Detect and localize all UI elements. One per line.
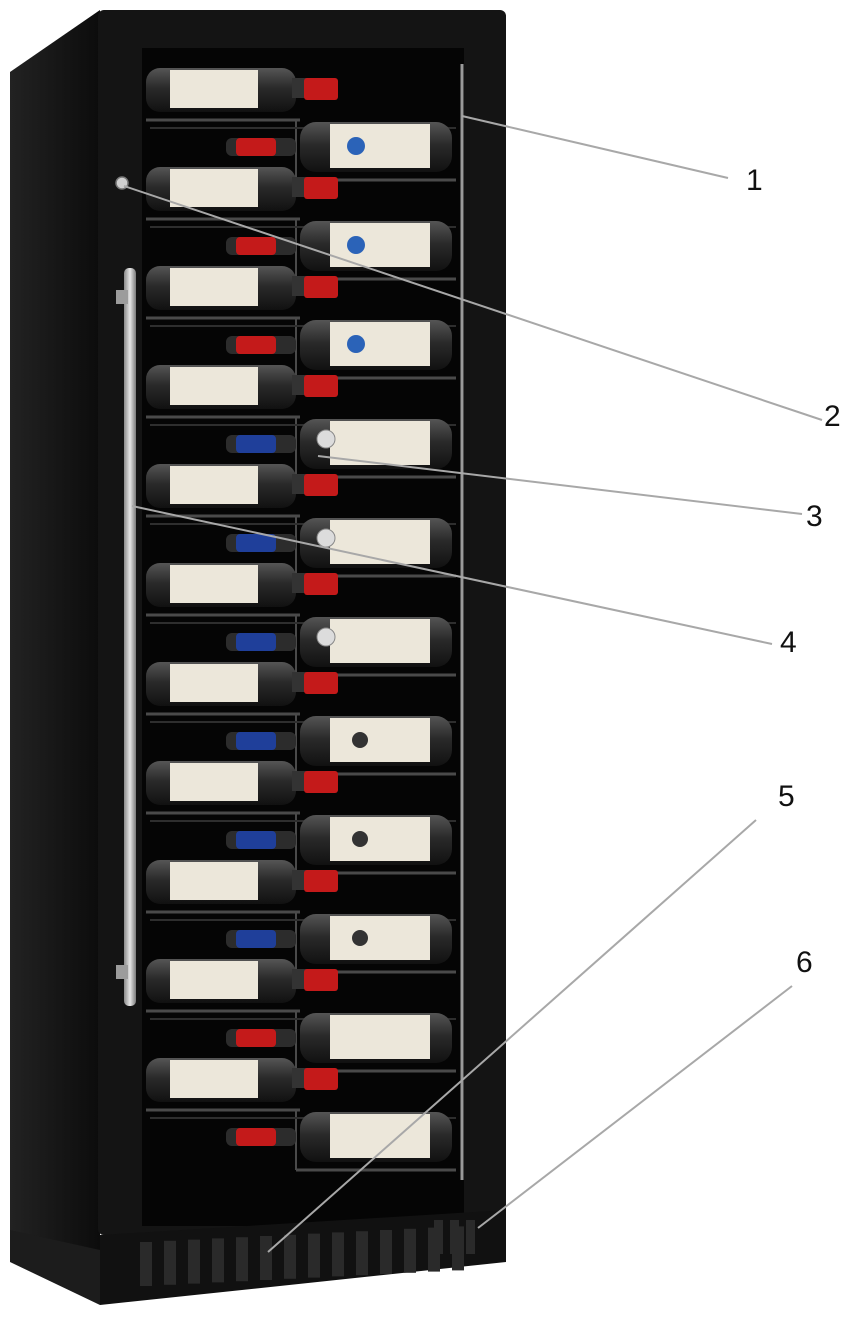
grille-slat — [236, 1237, 248, 1282]
shelf-row — [146, 662, 456, 776]
cabinet-side-panel — [10, 10, 100, 1300]
bottle-capsule — [304, 771, 338, 793]
grille-slat — [284, 1234, 296, 1279]
bottle-capsule — [304, 672, 338, 694]
bottle-label — [170, 466, 258, 504]
shelf-row — [146, 860, 456, 974]
leader-line-4 — [131, 505, 773, 645]
bottle-capsule — [304, 276, 338, 298]
callout-3: 3 — [806, 500, 823, 533]
bottle-label — [170, 367, 258, 405]
bottle-label — [170, 70, 258, 108]
bottle-label — [330, 322, 430, 366]
bottle-capsule — [236, 1029, 276, 1047]
bottle-label — [330, 619, 430, 663]
shelf-row — [146, 1058, 456, 1172]
bottle-capsule — [236, 633, 276, 651]
callout-4: 4 — [780, 626, 797, 659]
bottle-label-emblem — [352, 732, 368, 748]
bottle-label — [330, 817, 430, 861]
grille-slat — [308, 1233, 320, 1278]
bottle-capsule — [236, 1128, 276, 1146]
bottle-capsule — [304, 78, 338, 100]
bottle-label — [330, 1015, 430, 1059]
grille-slat — [188, 1239, 200, 1284]
callout-leader-lines — [123, 115, 823, 1253]
bottle-label-emblem — [352, 831, 368, 847]
bottle-tag — [316, 627, 336, 647]
shelf-row — [146, 959, 456, 1073]
shelf-row — [146, 464, 456, 578]
grille-slat — [466, 1220, 475, 1254]
shelf-row — [146, 761, 456, 875]
ventilation-grille — [140, 1220, 475, 1286]
bottle-label — [330, 718, 430, 762]
handle-bracket-top — [116, 290, 128, 304]
grille-slat — [140, 1242, 152, 1286]
leader-line-1 — [461, 115, 729, 179]
shelf-row — [146, 563, 456, 677]
shelf-row — [146, 68, 456, 182]
grille-slat — [212, 1238, 224, 1283]
grille-slat — [356, 1231, 368, 1276]
leader-line-2 — [123, 185, 823, 421]
grille-slat — [404, 1228, 416, 1273]
bottle-capsule — [236, 435, 276, 453]
bottle-label — [170, 763, 258, 801]
bottle-label-emblem — [347, 335, 365, 353]
bottle-capsule — [304, 375, 338, 397]
bottle-label — [170, 961, 258, 999]
bottle-tag — [316, 429, 336, 449]
leader-line-5 — [267, 819, 757, 1253]
bottle-label — [170, 565, 258, 603]
callout-1: 1 — [746, 164, 763, 197]
grille-slat — [164, 1240, 176, 1285]
bottle-label-emblem — [352, 930, 368, 946]
shelf-row — [146, 365, 456, 479]
bottle-label — [170, 664, 258, 702]
bottle-capsule — [236, 930, 276, 948]
callout-2: 2 — [824, 400, 841, 433]
door-handle — [124, 268, 136, 1006]
leader-line-6 — [477, 985, 793, 1229]
grille-slat — [450, 1220, 459, 1254]
bottle-capsule — [304, 474, 338, 496]
bottle-tag — [316, 528, 336, 548]
handle-bracket-bottom — [116, 965, 128, 979]
callout-5: 5 — [778, 780, 795, 813]
callout-6: 6 — [796, 946, 813, 979]
bottle-capsule — [236, 138, 276, 156]
bottle-capsule — [236, 831, 276, 849]
bottle-label — [170, 862, 258, 900]
shelf-row — [146, 266, 456, 380]
bottle-label — [330, 124, 430, 168]
grille-slat — [260, 1236, 272, 1280]
bottle-capsule — [304, 1068, 338, 1090]
wine-shelves — [146, 68, 456, 1172]
bottle-capsule — [236, 732, 276, 750]
bottle-label — [330, 421, 430, 465]
bottle-label — [330, 1114, 430, 1158]
leader-line-3 — [317, 455, 803, 515]
bottle-label — [330, 520, 430, 564]
bottle-label — [330, 916, 430, 960]
bottle-capsule — [236, 534, 276, 552]
shelf-row — [146, 167, 456, 281]
bottle-capsule — [236, 336, 276, 354]
bottle-label-emblem — [347, 236, 365, 254]
bottle-label — [170, 268, 258, 306]
cabinet-base-side — [10, 1230, 100, 1305]
bottle-capsule — [304, 870, 338, 892]
grille-slat — [380, 1230, 392, 1274]
bottle-capsule — [304, 177, 338, 199]
bottle-label-emblem — [347, 137, 365, 155]
bottle-capsule — [304, 969, 338, 991]
bottle-capsule — [304, 573, 338, 595]
grille-slat — [332, 1232, 344, 1277]
bottle-capsule — [236, 237, 276, 255]
grille-slat — [434, 1220, 443, 1254]
bottle-label — [170, 169, 258, 207]
bottle-label — [170, 1060, 258, 1098]
